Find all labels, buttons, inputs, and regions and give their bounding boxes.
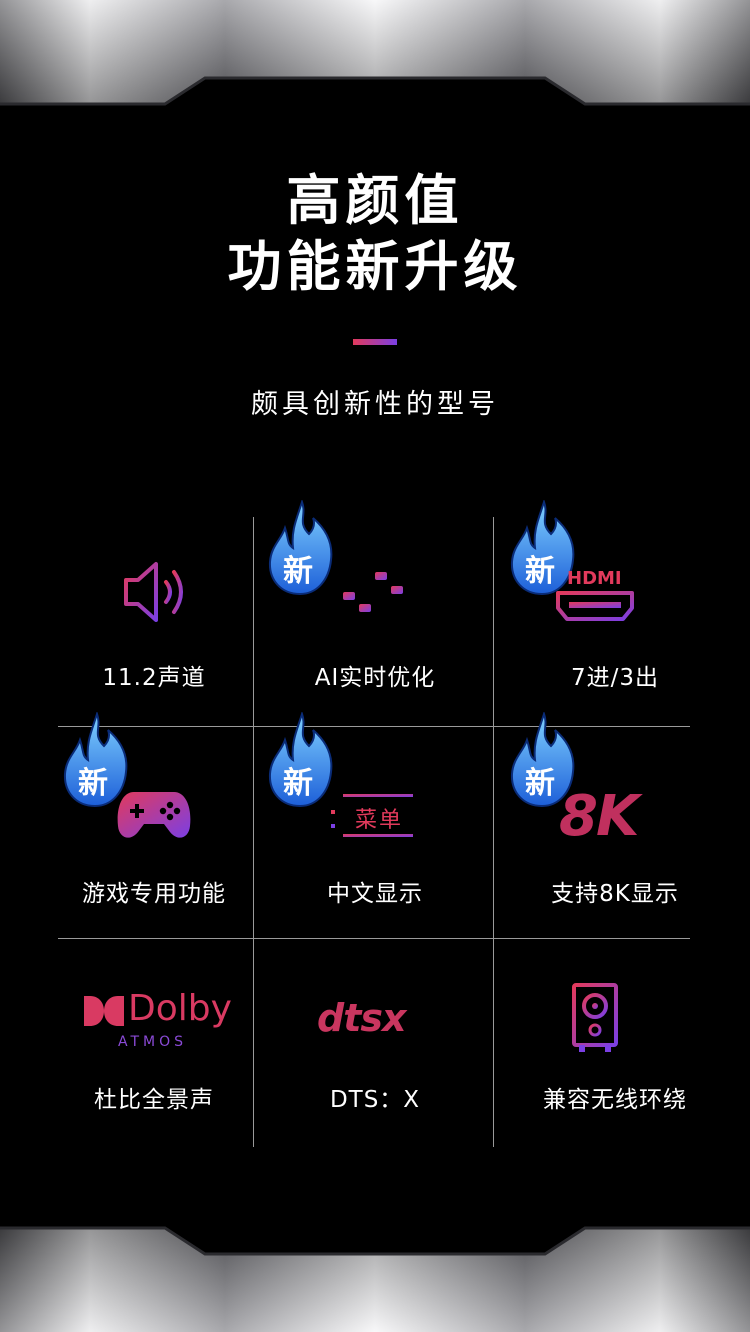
feature-cell-wireless-surround: 兼容无线环绕 — [497, 940, 733, 1140]
menu-icon — [331, 794, 413, 837]
feature-label: DTS：X — [329, 1087, 421, 1113]
dolby-double-d-icon — [84, 996, 124, 1026]
feature-cell-dolby-atmos: Dolby ATMOS 杜比全景声 — [36, 940, 272, 1140]
equalizer-icon — [343, 561, 403, 627]
feature-label: 中文显示 — [327, 881, 423, 907]
feature-cell-gaming: 新 游戏专用功能 — [36, 712, 272, 926]
feature-label: 11.2声道 — [102, 665, 206, 691]
feature-cell-dtsx: dtsx DTS：X — [257, 940, 493, 1140]
grid-divider — [58, 938, 690, 939]
top-metal-frame — [0, 0, 750, 106]
8k-icon: 8K — [559, 784, 639, 849]
feature-cell-11-2-channel: 11.2声道 — [36, 540, 272, 710]
speaker-icon — [124, 562, 183, 622]
feature-label: 杜比全景声 — [94, 1087, 214, 1113]
feature-label: 兼容无线环绕 — [543, 1087, 687, 1113]
hdmi-icon-label: HDMI — [567, 568, 622, 589]
feature-label: 7进/3出 — [570, 665, 659, 691]
accent-divider — [353, 339, 397, 345]
atmos-logo-text: ATMOS — [118, 1034, 188, 1050]
new-badge: 新 — [62, 712, 132, 808]
page-subtitle: 颇具创新性的型号 — [251, 389, 499, 420]
new-badge: 新 — [267, 712, 337, 808]
menu-icon-label: 菜单 — [355, 808, 404, 833]
wireless-speaker-icon — [572, 983, 618, 1052]
feature-cell-ai-optimization: 新 AI实时优化 — [257, 500, 493, 710]
feature-label: AI实时优化 — [314, 665, 436, 691]
title-line-1: 高颜值 — [286, 169, 464, 232]
feature-cell-8k: 新 8K 支持8K显示 — [497, 712, 733, 926]
feature-label: 支持8K显示 — [551, 881, 679, 907]
new-badge: 新 — [509, 500, 579, 596]
grid-divider — [253, 517, 254, 1147]
feature-cell-chinese-display: 新 菜单 中文显示 — [257, 712, 493, 926]
feature-cell-hdmi: 新 HDMI 7进/3出 — [497, 500, 733, 710]
grid-divider — [58, 726, 690, 727]
dolby-logo-text: Dolby — [128, 988, 232, 1029]
gamepad-icon — [117, 792, 191, 838]
title-line-2: 功能新升级 — [227, 235, 523, 298]
new-badge: 新 — [267, 500, 337, 596]
grid-divider — [493, 517, 494, 1147]
bottom-metal-frame — [0, 1226, 750, 1332]
page-title: 高颜值 功能新升级 — [0, 168, 750, 300]
dtsx-logo: dtsx — [317, 996, 406, 1040]
hdmi-icon — [556, 591, 634, 621]
new-badge: 新 — [509, 712, 579, 808]
feature-label: 游戏专用功能 — [82, 881, 226, 907]
